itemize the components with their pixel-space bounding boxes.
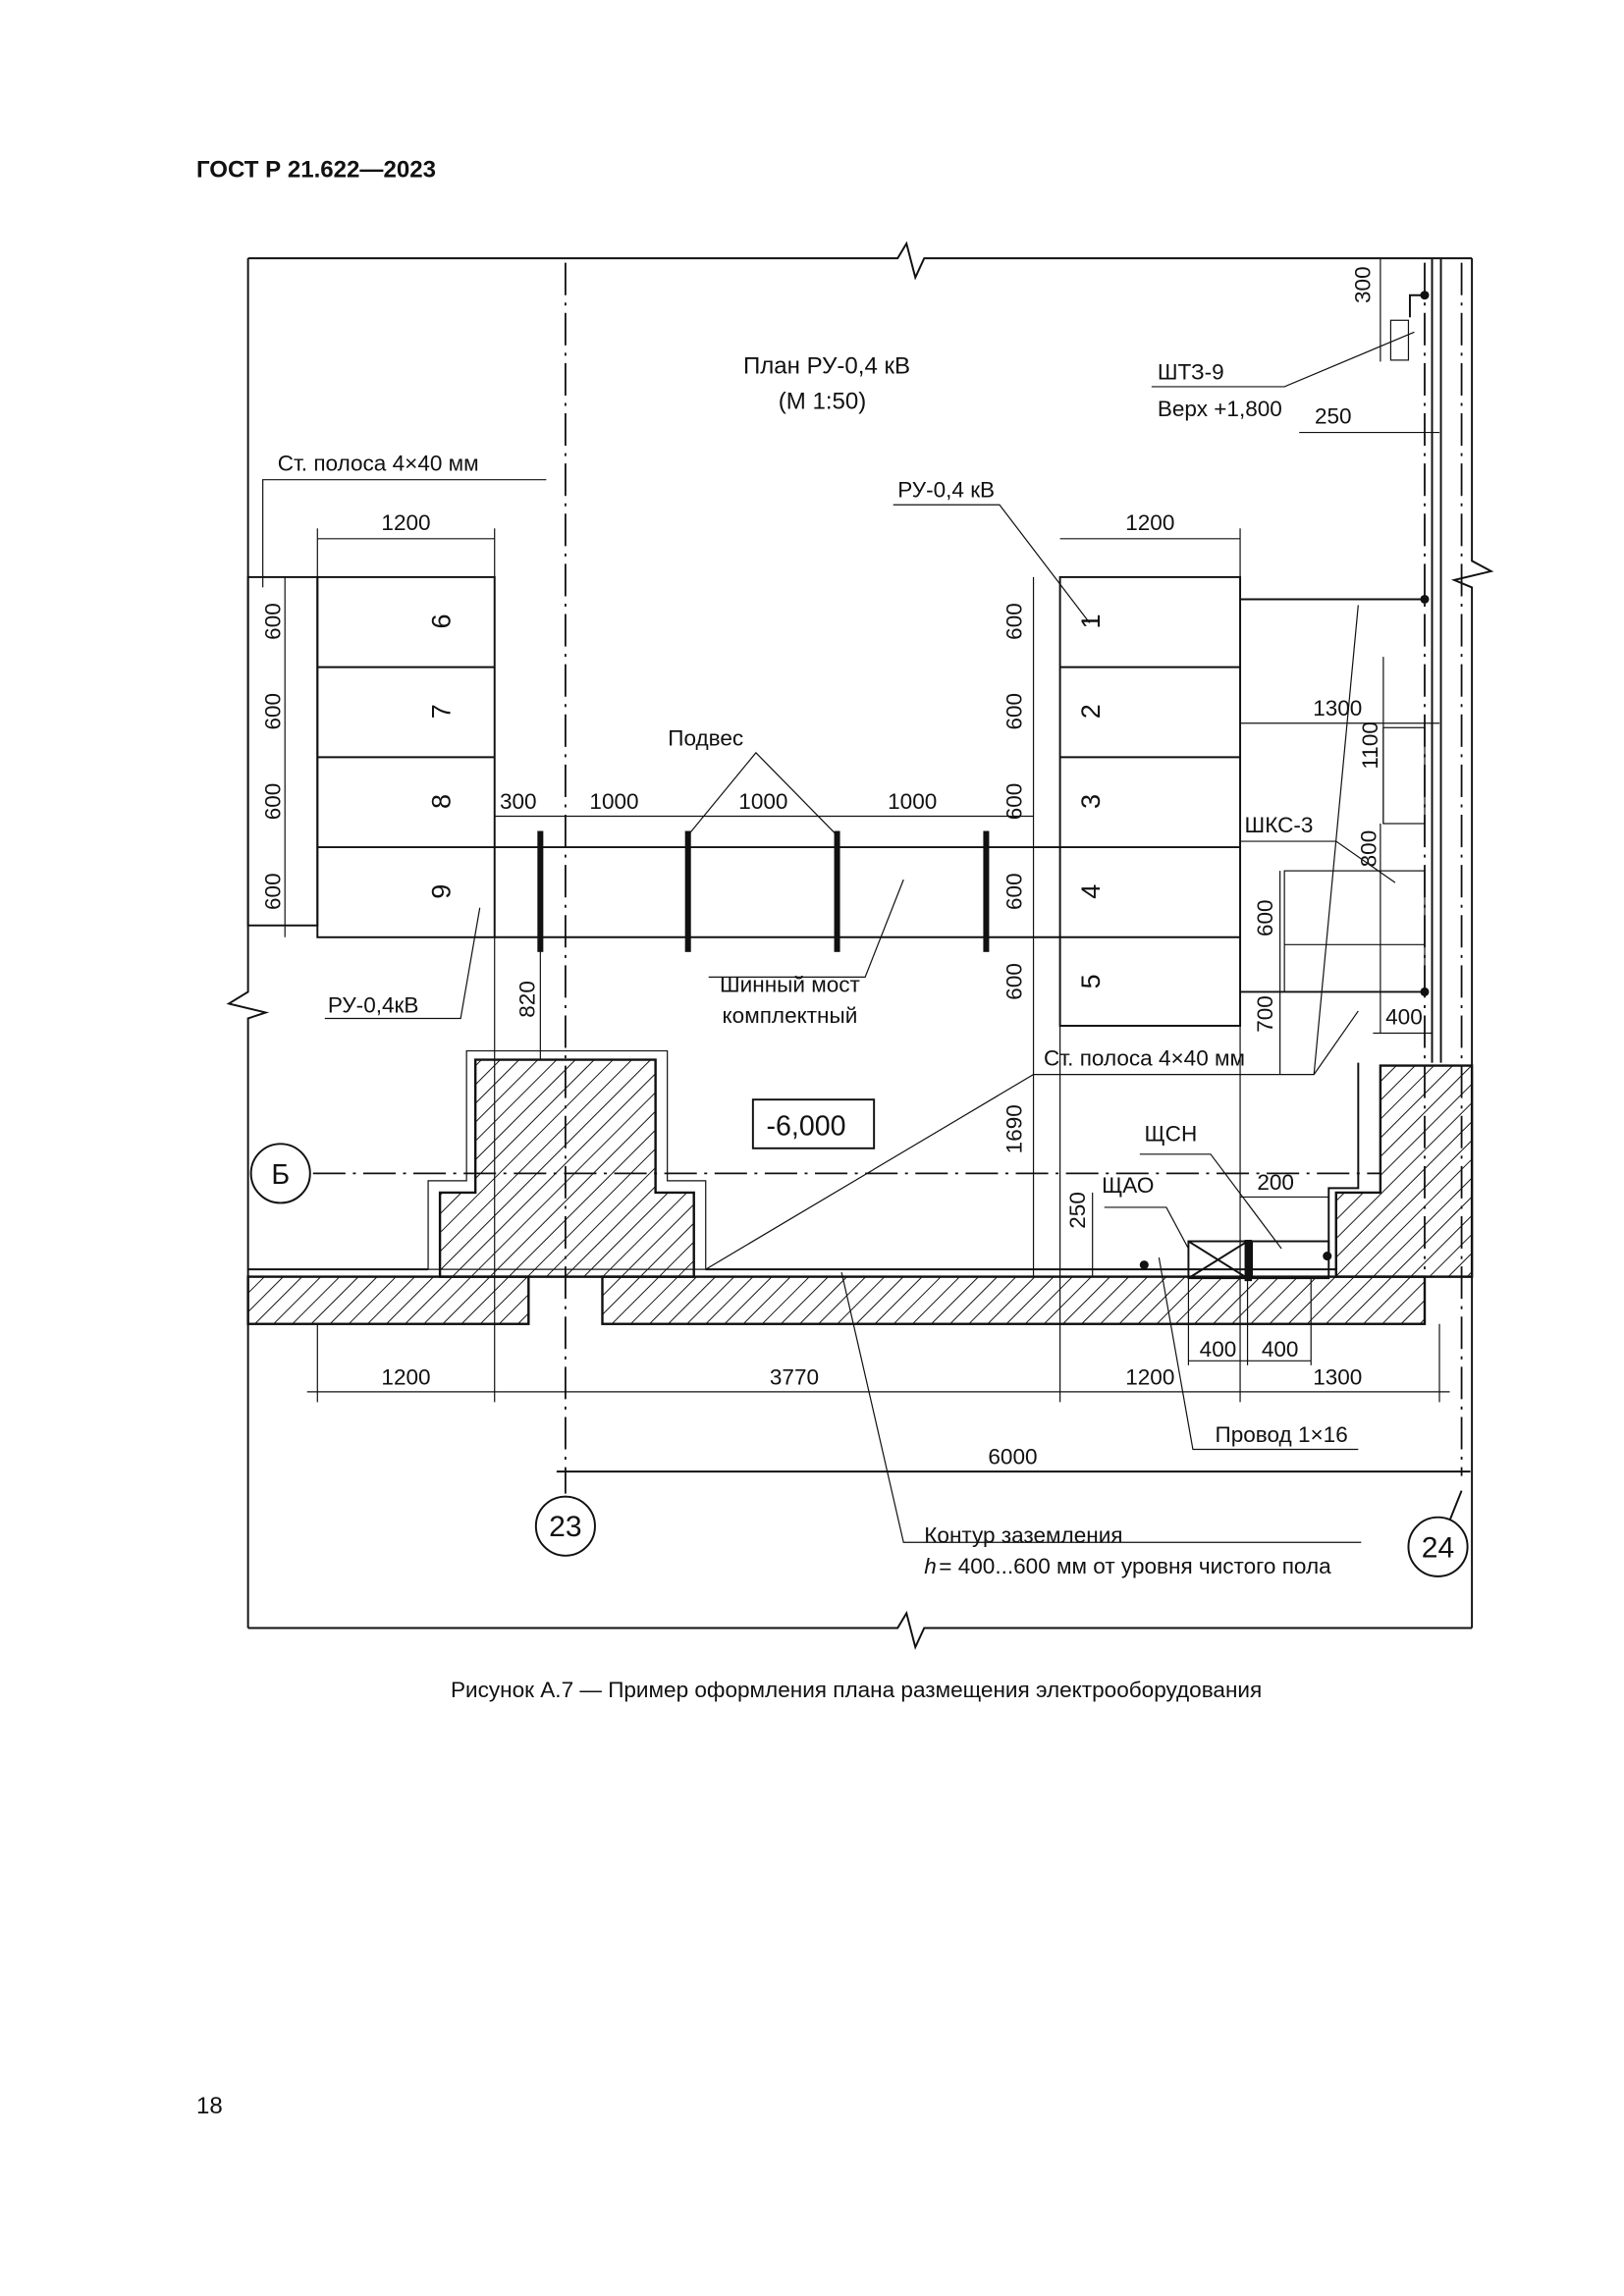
- switchgear-left: 6 7 8 9 1200 600 600 600 600: [246, 510, 496, 938]
- svg-text:Провод 1×16: Провод 1×16: [1216, 1422, 1348, 1447]
- svg-text:1000: 1000: [589, 789, 638, 814]
- page-number: 18: [196, 2093, 223, 2119]
- svg-text:1200: 1200: [381, 1364, 430, 1389]
- svg-text:700: 700: [1253, 995, 1277, 1033]
- panels-shao-shsn: 400 400 ЩСН ЩАО Провод 1×16: [1102, 1121, 1359, 1451]
- document-header: ГОСТ Р 21.622—2023: [196, 156, 436, 183]
- svg-text:Верх +1,800: Верх +1,800: [1158, 397, 1282, 421]
- svg-text:1000: 1000: [888, 789, 937, 814]
- structure: [246, 1049, 1474, 1325]
- svg-text:1000: 1000: [738, 789, 787, 814]
- level-mark: -6,000: [767, 1110, 846, 1142]
- svg-text:1300: 1300: [1313, 1364, 1362, 1389]
- svg-text:= 400...600 мм от уровня чисто: = 400...600 мм от уровня чистого пола: [939, 1554, 1331, 1578]
- svg-text:ЩАО: ЩАО: [1102, 1173, 1154, 1198]
- svg-text:Ст. полоса 4×40 мм: Ст. полоса 4×40 мм: [1044, 1046, 1245, 1071]
- svg-text:1: 1: [1076, 614, 1106, 628]
- svg-text:h: h: [924, 1554, 937, 1578]
- axis-marker-b: Б: [249, 1143, 311, 1204]
- svg-text:8: 8: [427, 794, 457, 809]
- busbar-bridge: 300 1000 1000 1000 Подвес Шинный мост ко…: [494, 725, 1060, 1028]
- svg-text:800: 800: [1356, 830, 1380, 868]
- right-side-equipment: 300 250 1300 1100 800 600 700 400: [1240, 258, 1440, 1075]
- svg-text:400: 400: [1262, 1337, 1299, 1362]
- annotations: Ст. полоса 4×40 мм РУ-0,4 кВ РУ-0,4кВ ШТ…: [262, 331, 1415, 1578]
- svg-text:1200: 1200: [1125, 510, 1174, 535]
- svg-text:600: 600: [1002, 603, 1027, 640]
- svg-text:ШТЗ-9: ШТЗ-9: [1158, 359, 1224, 384]
- dimensions-misc: 820 1690 250 200: [514, 936, 1329, 1277]
- svg-text:РУ-0,4 кВ: РУ-0,4 кВ: [897, 478, 995, 503]
- svg-text:600: 600: [1253, 899, 1277, 936]
- svg-text:1200: 1200: [1125, 1364, 1174, 1389]
- svg-text:24: 24: [1422, 1531, 1454, 1564]
- svg-text:600: 600: [1002, 963, 1027, 1000]
- svg-text:200: 200: [1257, 1170, 1294, 1195]
- svg-text:Ст. полоса 4×40 мм: Ст. полоса 4×40 мм: [278, 452, 479, 476]
- svg-text:250: 250: [1315, 404, 1352, 429]
- svg-text:комплектный: комплектный: [723, 1003, 858, 1028]
- svg-text:Подвес: Подвес: [668, 725, 743, 750]
- svg-text:ЩСН: ЩСН: [1145, 1121, 1198, 1146]
- svg-text:5: 5: [1076, 974, 1106, 988]
- svg-text:6000: 6000: [988, 1445, 1037, 1469]
- switchgear-right: 1 2 3 4 5 1200 600 600 600 600 600: [1002, 510, 1242, 1027]
- svg-text:7: 7: [427, 704, 457, 719]
- svg-text:1300: 1300: [1313, 696, 1362, 721]
- svg-text:600: 600: [261, 603, 286, 640]
- svg-text:3770: 3770: [770, 1364, 819, 1389]
- svg-text:Шинный мост: Шинный мост: [720, 972, 860, 996]
- svg-text:6: 6: [427, 614, 457, 628]
- plan-scale: (М 1:50): [779, 388, 867, 414]
- svg-text:9: 9: [427, 884, 457, 899]
- figure-caption: Рисунок А.7 — Пример оформления плана ра…: [451, 1678, 1262, 1702]
- svg-text:23: 23: [549, 1511, 581, 1543]
- svg-text:2: 2: [1076, 704, 1106, 719]
- svg-text:600: 600: [261, 873, 286, 910]
- svg-text:820: 820: [514, 981, 539, 1018]
- svg-text:600: 600: [261, 693, 286, 730]
- svg-text:400: 400: [1385, 1004, 1423, 1029]
- svg-text:Контур заземления: Контур заземления: [924, 1522, 1122, 1547]
- axis-marker-24: 24: [1407, 1490, 1469, 1577]
- svg-text:600: 600: [1002, 693, 1027, 730]
- svg-text:1100: 1100: [1358, 721, 1382, 770]
- svg-text:3: 3: [1076, 794, 1106, 809]
- svg-text:600: 600: [261, 783, 286, 821]
- svg-text:300: 300: [1350, 266, 1375, 303]
- svg-text:300: 300: [500, 789, 537, 814]
- level-mark-box: [751, 1098, 876, 1149]
- svg-text:600: 600: [1002, 873, 1027, 910]
- svg-text:ШКС-3: ШКС-3: [1245, 813, 1314, 837]
- axis-marker-23: 23: [534, 1495, 596, 1557]
- svg-text:400: 400: [1200, 1337, 1237, 1362]
- svg-text:1200: 1200: [381, 510, 430, 535]
- svg-text:1690: 1690: [1002, 1104, 1027, 1153]
- svg-text:4: 4: [1076, 884, 1106, 899]
- svg-text:Б: Б: [271, 1159, 290, 1191]
- dimensions-bottom: 1200 3770 1200 1300 6000: [306, 936, 1471, 1473]
- plan-title: План РУ-0,4 кВ: [743, 352, 910, 379]
- svg-text:РУ-0,4кВ: РУ-0,4кВ: [328, 992, 419, 1017]
- svg-text:600: 600: [1002, 783, 1027, 821]
- svg-text:250: 250: [1065, 1192, 1090, 1229]
